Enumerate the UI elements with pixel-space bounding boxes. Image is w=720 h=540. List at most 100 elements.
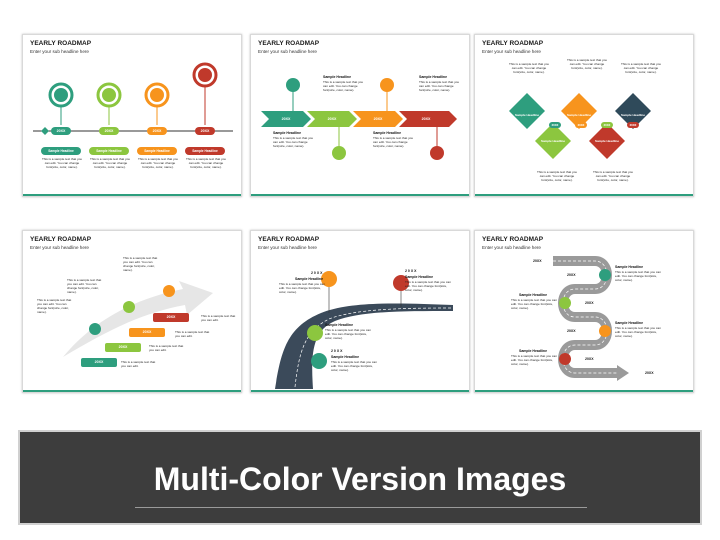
sample-text: This is a sample text that you can edit.… [137,157,179,169]
slide-title: YEARLY ROADMAP [30,40,92,47]
slide-title: YEARLY ROADMAP [258,40,320,47]
year-label: 2 0 X X [405,269,417,273]
thumbnail-slide-5[interactable]: YEARLY ROADMAP Enter your sub headline h… [250,230,470,393]
headline: Sample Headline [405,275,434,279]
year-label: 20XX [94,360,104,364]
slide-title: YEARLY ROADMAP [482,236,544,243]
headline: Sample Headline [325,323,354,327]
diamond-headline: Sample Headline [566,113,591,117]
sample-text: This is a sample text that you can edit.… [185,157,227,169]
year-label: 20XX [281,117,291,121]
road-graphic [275,271,453,389]
headline: Sample Headline [519,293,548,297]
sample-text: This is a sample text that you can edit.… [508,62,550,74]
slide-subtitle: Enter your sub headline here [258,49,317,54]
headline-pill: Sample Headline [96,149,122,153]
sample-text: This is a sample text that you can edit.… [620,62,662,74]
diamond-headline: Sample Headline [540,139,565,143]
slide-subtitle: Enter your sub headline here [482,49,541,54]
diamond-grid-graphic [509,93,651,159]
sample-text: This is a sample text that you can edit.… [592,170,634,182]
slide-subtitle: Enter your sub headline here [482,245,541,250]
year-label: 20XX [152,129,162,133]
sample-text: This is a sample text that you can edit.… [123,256,158,272]
sample-text: This is a sample text that you can edit.… [273,136,314,148]
year-label: 2 0 X X [311,271,323,275]
diamond-headline: Sample Headline [620,113,645,117]
diamond-headline: Sample Headline [594,139,619,143]
sample-text: This is a sample text that you can edit.… [615,270,661,282]
year-label: 20XX [118,345,128,349]
sample-text: This is a sample text that you can edit.… [373,136,414,148]
sample-text: This is a sample text that you can edit.… [536,170,578,182]
slide-subtitle: Enter your sub headline here [30,49,89,54]
sample-text: This is a sample text that you can edit. [175,330,210,338]
sample-text: This is a sample text that you can edit.… [323,80,364,92]
sample-text: This is a sample text that you can edit. [121,360,156,368]
sample-text: This is a sample text that you can edit.… [331,360,377,372]
headline: Sample Headline [519,349,548,353]
headline-pill: Sample Headline [48,149,74,153]
banner-title: Multi-Color Version Images [153,461,567,497]
sample-text: This is a sample text that you can edit. [149,344,184,352]
headline: Sample Headline [615,321,644,325]
year-label: 20XX [577,123,585,127]
year-label: 20XX [104,129,114,133]
chevron-timeline-graphic [261,78,457,160]
slide-title: YEARLY ROADMAP [30,236,92,243]
slide-subtitle: Enter your sub headline here [258,245,317,250]
sample-text: This is a sample text that you can edit.… [89,157,131,169]
year-label: 20XX [567,273,576,277]
sample-text: This is a sample text that you can edit.… [405,280,451,292]
thumbnail-slide-1[interactable]: YEARLY ROADMAP Enter your sub headline h… [22,34,242,197]
banner-divider [135,507,587,508]
headline: Sample Headline [295,277,324,281]
year-label: 20XX [585,301,594,305]
sample-text: This is a sample text that you can edit.… [419,80,460,92]
slide-title: YEARLY ROADMAP [258,236,320,243]
year-label: 20XX [603,123,611,127]
headline: Sample Headline [331,355,360,359]
sample-text: This is a sample text that you can edit.… [67,278,102,294]
headline: Sample Headline [323,75,352,79]
year-label: 20XX [585,357,594,361]
year-label: 20XX [200,129,210,133]
sample-text: This is a sample text that you can edit.… [511,354,557,366]
sample-text: This is a sample text that you can edit.… [37,298,72,314]
year-label: 20XX [629,123,637,127]
thumbnail-slide-2[interactable]: YEARLY ROADMAP Enter your sub headline h… [250,34,470,197]
headline-pill: Sample Headline [144,149,170,153]
stair-arrow-graphic [63,281,213,367]
slide-subtitle: Enter your sub headline here [30,245,89,250]
year-label: 20XX [373,117,383,121]
headline: Sample Headline [373,131,402,135]
year-label: 2 0 X X [331,349,343,353]
year-label: 20XX [551,123,559,127]
year-label: 20XX [327,117,337,121]
sample-text: This is a sample text that you can edit.… [566,58,608,70]
diamond-headline: Sample Headline [514,113,539,117]
thumbnail-slide-3[interactable]: YEARLY ROADMAP Enter your sub headline h… [474,34,694,197]
sample-text: This is a sample text that you can edit.… [279,282,325,294]
thumbnail-slide-4[interactable]: YEARLY ROADMAP Enter your sub headline h… [22,230,242,393]
year-label: 20XX [421,117,431,121]
serpentine-road-graphic [553,256,629,381]
year-label: 20XX [166,315,176,319]
sample-text: This is a sample text that you can edit.… [325,328,371,340]
title-banner: Multi-Color Version Images [18,430,702,525]
thumbnail-slide-6[interactable]: YEARLY ROADMAP Enter your sub headline h… [474,230,694,393]
sample-text: This is a sample text that you can edit.… [41,157,83,169]
slide-title: YEARLY ROADMAP [482,40,544,47]
year-label: 20XX [533,259,542,263]
headline: Sample Headline [419,75,448,79]
year-label: 20XX [567,329,576,333]
year-label: 20XX [645,371,654,375]
sample-text: This is a sample text that you can edit.… [615,326,661,338]
headline-pill: Sample Headline [192,149,218,153]
timeline-graphic [33,62,233,155]
headline: Sample Headline [273,131,302,135]
headline: Sample Headline [615,265,644,269]
sample-text: This is a sample text that you can edit. [201,314,236,322]
year-label: 20XX [142,330,152,334]
year-label: 20XX [56,129,66,133]
